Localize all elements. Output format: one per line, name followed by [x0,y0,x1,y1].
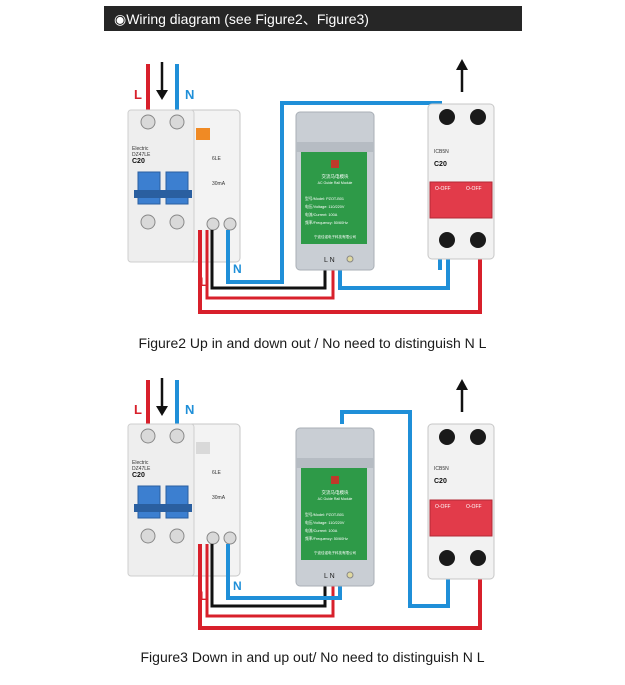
fig2-bottom-live-label: L [200,275,207,289]
figure3-caption: Figure3 Down in and up out/ No need to d… [140,649,485,665]
fig2-module-indicator [346,255,354,263]
fig2-rcd-lever-left [137,171,161,205]
fig2-rcd-sub: 6LE [212,156,222,162]
figure3-diagram: L N Electric DZ47LE C20 6LE 30mA L N 交流马… [127,378,495,630]
fig2-rcd-live-label: L [134,87,142,102]
fig3-bottom-neutral-label: N [233,579,242,593]
figure2-diagram: L N Electric DZ47LE C20 6LE 30mA L N 交流马… [127,59,495,314]
fig2-module-current: 电流/Current: 100A [305,212,338,217]
fig2-rcd-top-screw-left [140,114,156,130]
fig3-module-title: 交流马电模块 [322,489,349,496]
fig3-rcd-rating: C20 [132,472,145,479]
fig3-breaker-lever [429,499,493,537]
fig3-rcd-model: DZ47LE [132,466,151,472]
fig3-breaker-top-terminal-right [470,429,486,445]
fig2-breaker-off-left: O-OFF [435,186,451,192]
fig2-breaker-top-terminal-right [470,109,486,125]
fig2-breaker-lever [429,181,493,219]
fig3-rcd-bottom-screw-left [140,528,156,544]
fig3-module-rail [296,458,374,468]
fig2-rcd-out-screw-right [223,217,237,231]
fig2-rcd-bottom-screw-right [169,214,185,230]
fig2-rcd-ma: 30mA [212,181,226,187]
fig2-module-terminal-label: L N [324,257,335,264]
fig2-neutral-wire-to-breaker [338,250,450,290]
fig3-module-model: 型号/Model: PZOT-B01 [305,512,344,517]
fig3-rcd-top-screw-left [140,428,156,444]
fig2-rcd-lever-right [165,171,189,205]
fig3-down-arrow-icon [156,406,168,416]
fig3-rcd-test-button [196,442,210,454]
fig3-breaker-model: ICB5N [434,466,449,472]
header-title: ◉Wiring diagram (see Figure2、Figure3) [114,11,369,27]
fig3-bottom-live-label: L [200,589,207,603]
fig2-rcd-bottom-screw-left [140,214,156,230]
figure2-caption: Figure2 Up in and down out / No need to … [138,335,487,351]
fig2-module-logo-icon [331,160,339,168]
fig2-module-frequency: 频率/Frequency: 50/60Hz [305,220,348,225]
fig3-rcd-lever-left [137,485,161,519]
fig3-module-indicator [346,571,354,579]
fig2-black-wire [210,230,327,290]
fig2-rcd-test-button [196,128,210,140]
fig3-module-voltage: 电压/Voltage: 110/220V [305,520,345,525]
fig3-module-maker: 宁波佳诺电子科技有限公司 [314,550,356,555]
fig3-rcd-top-screw-right [169,428,185,444]
fig3-neutral-wire-to-module [226,544,342,600]
fig3-module-terminal-label: L N [324,573,335,580]
fig3-breaker-rating: C20 [434,478,447,485]
fig3-rcd-bottom-screw-right [169,528,185,544]
fig2-module-model: 型号/Model: PZOT-B01 [305,196,344,201]
fig3-breaker-bottom-terminal-left [439,550,455,566]
fig3-breaker-bottom-terminal-right [470,550,486,566]
fig3-rcd-lever-bar [134,504,192,512]
fig3-rcd-sub: 6LE [212,470,222,476]
fig3-module-logo-icon [331,476,339,484]
fig3-breaker-off-left: O-OFF [435,504,451,510]
fig3-live-wire-to-breaker [198,544,482,630]
fig3-rcd-neutral-label: N [185,402,194,417]
fig3-module-frequency: 频率/Frequency: 50/60Hz [305,536,348,541]
fig2-module-title: 交流马电模块 [322,173,349,180]
fig2-breaker-bottom-terminal-right [470,232,486,248]
fig2-breaker-model: ICB5N [434,149,449,155]
fig2-bottom-neutral-label: N [233,262,242,276]
fig2-module-rail [296,142,374,152]
fig2-breaker-top-terminal-left [439,109,455,125]
fig2-breaker-rating: C20 [434,161,447,168]
fig2-rcd-brand: Electric [132,146,149,152]
fig2-breaker-off-right: O-OFF [466,186,482,192]
fig2-module-maker: 宁波佳诺电子科技有限公司 [314,234,356,239]
header-bar: ◉Wiring diagram (see Figure2、Figure3) [104,6,522,31]
fig3-rcd-out-screw-right [223,531,237,545]
fig3-module-current: 电流/Current: 100A [305,528,338,533]
fig2-down-arrow-icon [156,90,168,100]
fig3-rcd-brand: Electric [132,460,149,466]
fig2-rcd-rating: C20 [132,158,145,165]
fig2-up-arrow-icon [456,59,468,70]
fig3-rcd-lever-right [165,485,189,519]
fig3-neutral-wire-to-breaker [340,410,450,608]
fig3-rcd-out-screw-left [206,531,220,545]
fig2-rcd-neutral-label: N [185,87,194,102]
fig2-rcd-model: DZ47LE [132,152,151,158]
fig2-breaker-bottom-terminal-left [439,232,455,248]
fig3-rcd-ma: 30mA [212,495,226,501]
fig2-module-voltage: 电压/Voltage: 110/220V [305,204,345,209]
fig3-breaker-top-terminal-left [439,429,455,445]
fig3-black-wire [210,544,327,608]
fig3-up-arrow-icon [456,379,468,390]
fig3-module-subtitle: AC Guide Rail Module [318,497,353,501]
fig2-rcd-top-screw-right [169,114,185,130]
fig3-breaker-off-right: O-OFF [466,504,482,510]
fig3-rcd-live-label: L [134,402,142,417]
fig2-live-wire-to-module [205,230,335,300]
fig2-rcd-lever-bar [134,190,192,198]
fig2-module-subtitle: AC Guide Rail Module [318,181,353,185]
fig2-rcd-out-screw-left [206,217,220,231]
fig2-live-wire-to-breaker [198,230,482,314]
